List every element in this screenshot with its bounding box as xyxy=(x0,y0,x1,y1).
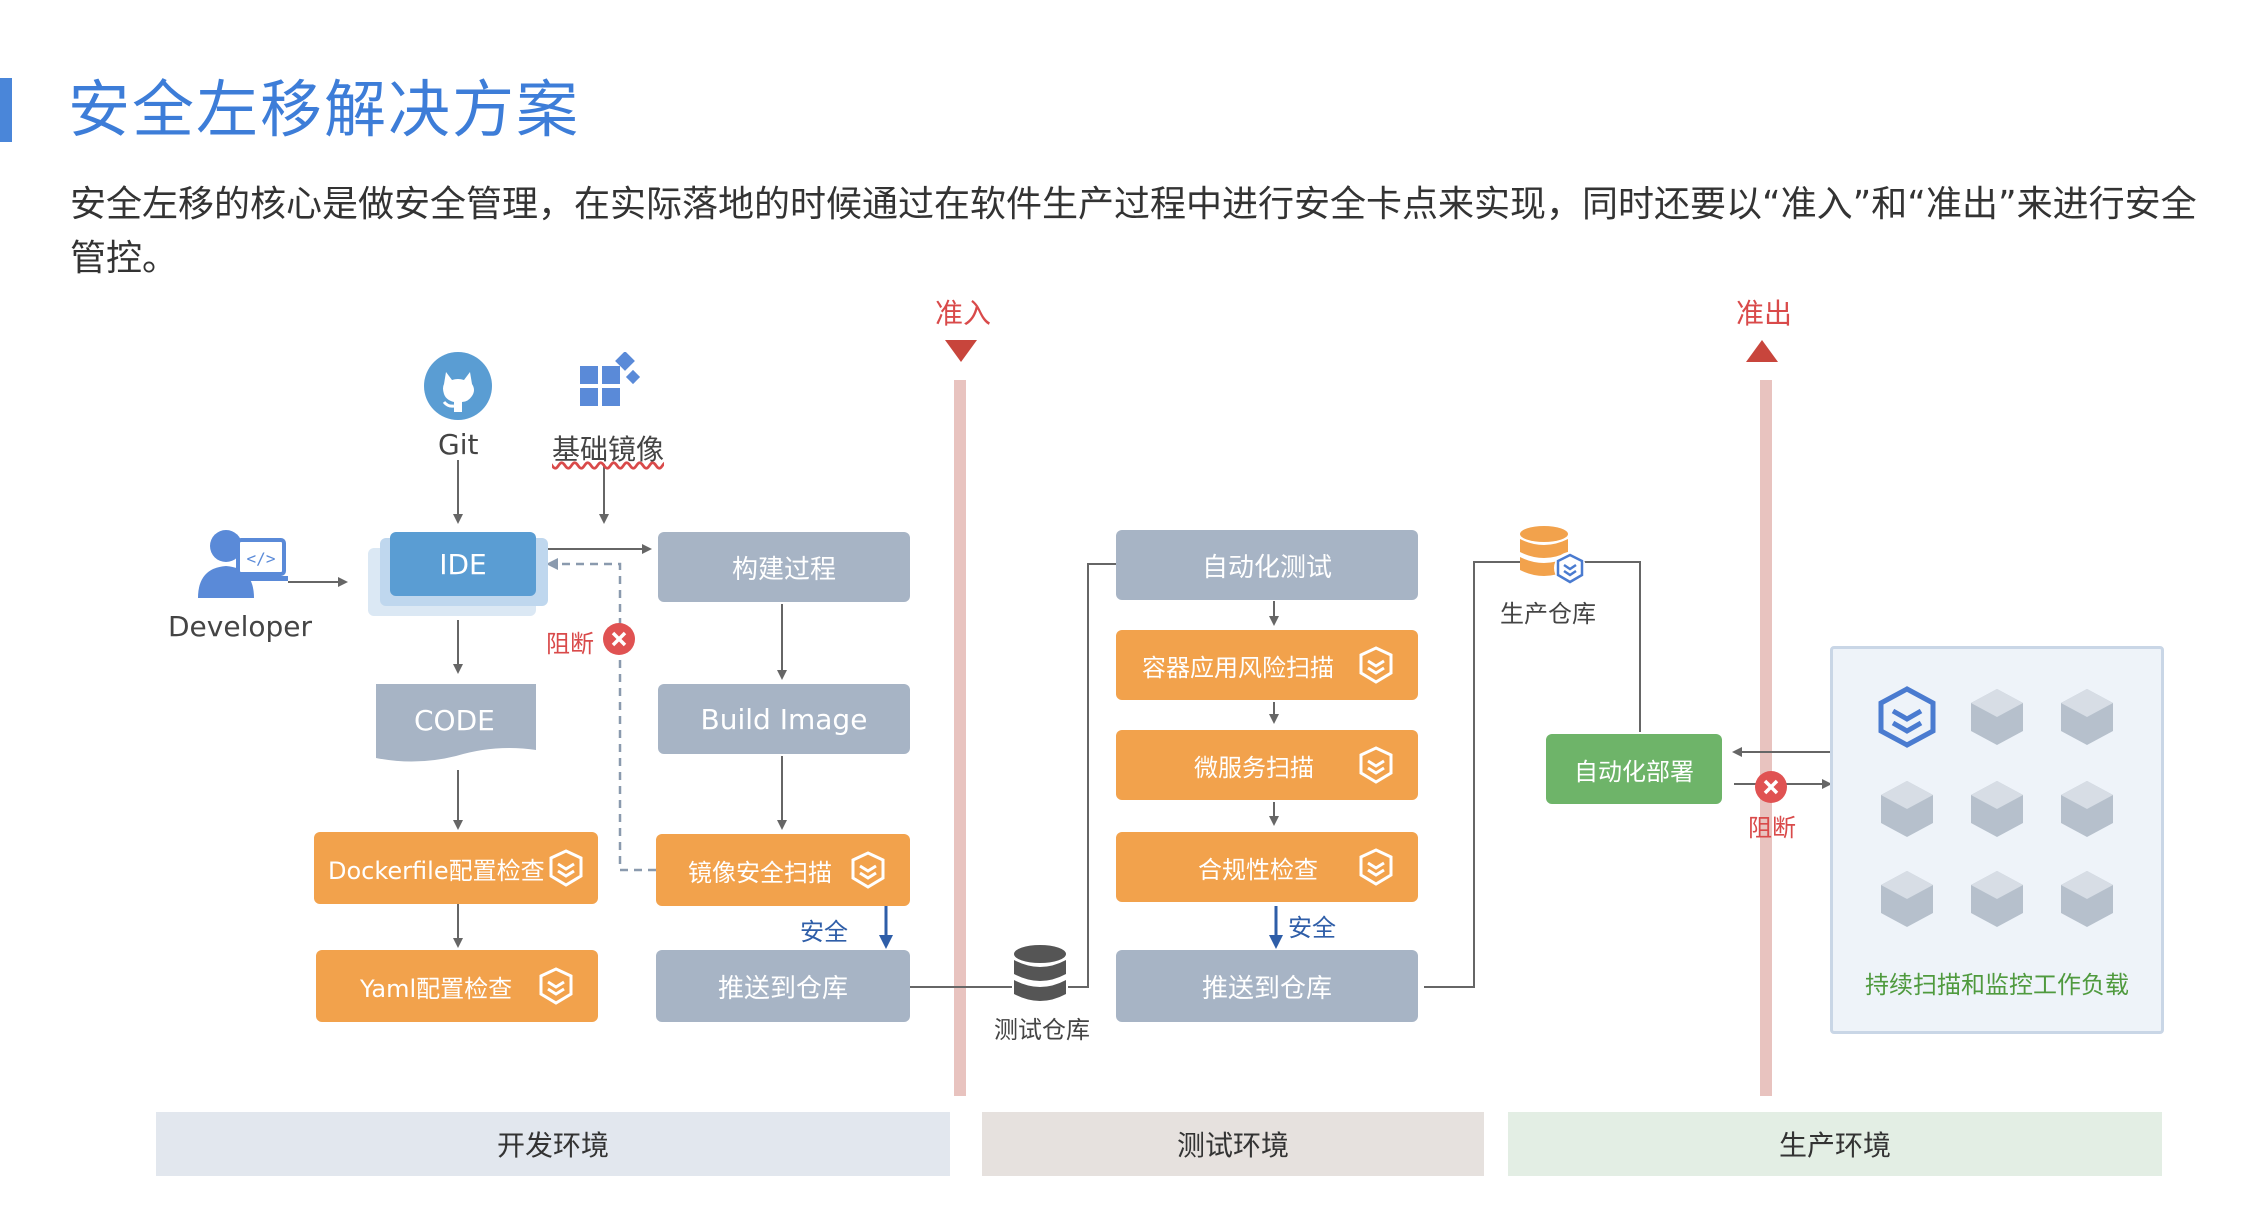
microservice-scan-label: 微服务扫描 xyxy=(1194,753,1314,782)
release-gate-marker xyxy=(1746,340,1778,362)
admit-gate-marker xyxy=(945,340,977,362)
page-description: 安全左移的核心是做安全管理，在实际落地的时候通过在软件生产过程中进行安全卡点来实… xyxy=(70,184,2197,279)
admit-gate-label: 准入 xyxy=(935,297,992,330)
github-icon xyxy=(424,352,492,420)
auto-deploy-box[interactable]: 自动化部署 xyxy=(1546,734,1722,804)
title-accent-bar xyxy=(0,78,12,142)
page-title: 安全左移解决方案 xyxy=(68,73,581,146)
container-scan-box[interactable]: 容器应用风险扫描 xyxy=(1116,630,1418,700)
microservice-scan-box[interactable]: 微服务扫描 xyxy=(1116,730,1418,800)
database-icon xyxy=(1014,945,1066,1001)
svg-text:</>: </> xyxy=(247,549,276,568)
container-scan-label: 容器应用风险扫描 xyxy=(1142,653,1334,682)
image-scan-box[interactable]: 镜像安全扫描 xyxy=(656,834,910,906)
git-label: Git xyxy=(438,428,479,461)
build-image-box[interactable]: Build Image xyxy=(658,684,910,754)
compliance-check-box[interactable]: 合规性检查 xyxy=(1116,832,1418,902)
dockerfile-check-label: Dockerfile配置检查 xyxy=(328,856,545,885)
code-document-shape xyxy=(376,684,536,762)
shield-icon xyxy=(539,967,573,1005)
yaml-check-label: Yaml配置检查 xyxy=(360,974,513,1003)
base-image-label: 基础镜像 xyxy=(552,433,665,466)
release-gate-label: 准出 xyxy=(1736,297,1793,330)
test-repo-label: 测试仓库 xyxy=(994,1016,1090,1044)
image-scan-label: 镜像安全扫描 xyxy=(688,858,832,887)
auto-test-box[interactable]: 自动化测试 xyxy=(1116,530,1418,600)
build-process-box[interactable]: 构建过程 xyxy=(658,532,910,602)
shield-icon xyxy=(851,851,885,889)
ide-label: IDE xyxy=(439,547,487,581)
developer-label: Developer xyxy=(168,610,313,643)
shield-icon xyxy=(1359,746,1393,784)
base-image-icon xyxy=(580,352,641,406)
shield-icon xyxy=(1878,686,1936,748)
env-prod-bar: 生产环境 xyxy=(1508,1112,2162,1176)
env-dev-bar: 开发环境 xyxy=(156,1112,950,1176)
build-image-label: Build Image xyxy=(700,702,868,736)
shield-icon xyxy=(1359,646,1393,684)
dev-push-box[interactable]: 推送到仓库 xyxy=(656,950,910,1022)
prod-repo-icon xyxy=(1520,526,1586,584)
env-dev-label: 开发环境 xyxy=(496,1129,609,1162)
block-x-icon xyxy=(603,623,635,655)
dev-block-label: 阻断 xyxy=(546,630,594,658)
workload-grid xyxy=(1878,686,2113,927)
test-safe-label: 安全 xyxy=(1288,914,1336,942)
workload-label: 持续扫描和监控工作负载 xyxy=(1865,971,2129,999)
ide-box[interactable]: IDE xyxy=(390,532,536,596)
auto-deploy-label: 自动化部署 xyxy=(1574,757,1694,786)
release-gate-line xyxy=(1760,380,1772,1096)
developer-icon: </> xyxy=(198,530,288,598)
prod-block-label: 阻断 xyxy=(1748,814,1796,842)
test-push-label: 推送到仓库 xyxy=(1201,973,1332,1004)
env-test-label: 测试环境 xyxy=(1176,1129,1289,1162)
workload-panel: 持续扫描和监控工作负载 xyxy=(1830,646,2164,1034)
code-label: CODE xyxy=(414,704,495,737)
admit-gate-line xyxy=(954,380,966,1096)
dev-safe-label: 安全 xyxy=(800,918,848,946)
compliance-check-label: 合规性检查 xyxy=(1198,855,1318,884)
build-process-label: 构建过程 xyxy=(731,554,836,585)
dev-push-label: 推送到仓库 xyxy=(717,973,848,1004)
shield-icon xyxy=(549,849,583,887)
env-prod-label: 生产环境 xyxy=(1778,1129,1891,1162)
prod-repo-label: 生产仓库 xyxy=(1500,600,1596,628)
env-test-bar: 测试环境 xyxy=(982,1112,1484,1176)
yaml-check-box[interactable]: Yaml配置检查 xyxy=(316,950,598,1022)
dockerfile-check-box[interactable]: Dockerfile配置检查 xyxy=(314,832,598,904)
block-x-icon xyxy=(1755,771,1787,803)
auto-test-label: 自动化测试 xyxy=(1201,552,1332,583)
shield-icon xyxy=(1359,848,1393,886)
test-push-box[interactable]: 推送到仓库 xyxy=(1116,950,1418,1022)
